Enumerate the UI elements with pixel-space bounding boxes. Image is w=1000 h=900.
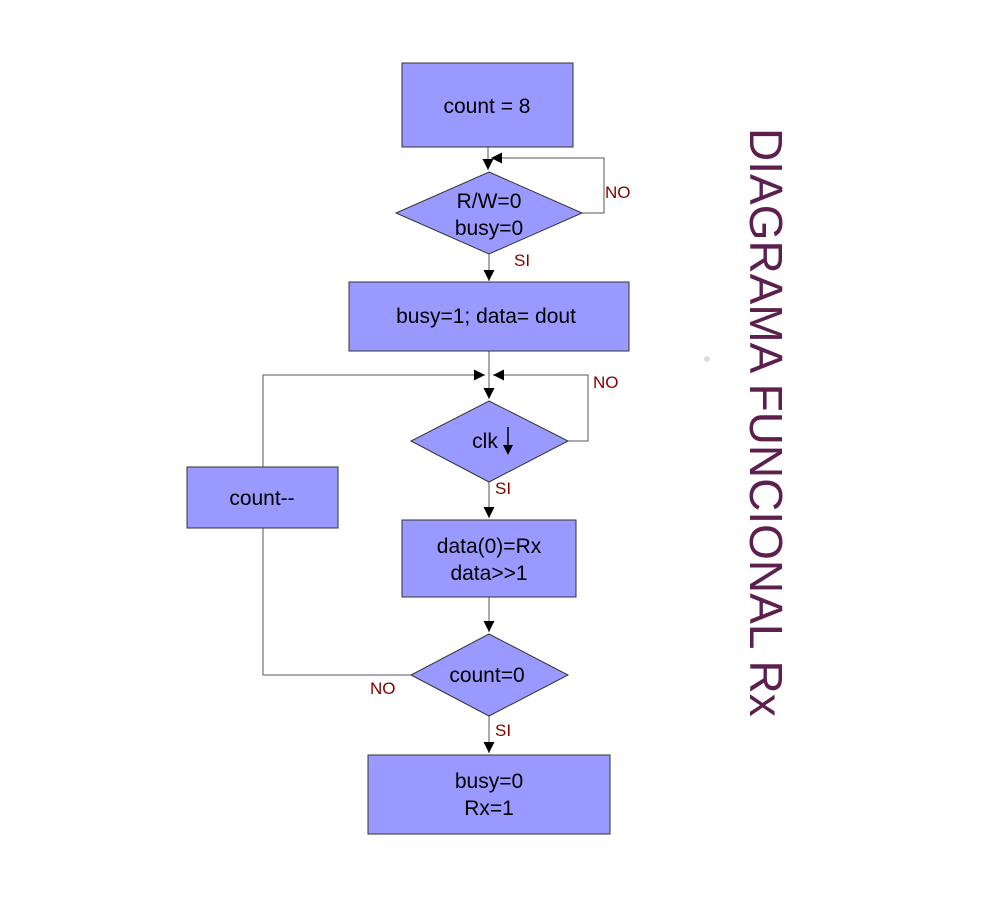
node-init: count = 8 <box>401 62 574 148</box>
node-text: busy=0 <box>455 217 523 240</box>
node-decrement: count-- <box>186 466 339 529</box>
process-box <box>367 754 611 835</box>
node-set-busy: busy=1; data= dout <box>348 281 630 352</box>
process-box <box>401 519 577 598</box>
node-clk-decision: clk <box>409 400 570 483</box>
node-done: busy=0 Rx=1 <box>367 754 611 835</box>
edge-label-count-yes: SI <box>495 721 511 740</box>
edge-label-rw-yes: SI <box>514 251 530 270</box>
process-box <box>186 466 339 529</box>
decision-diamond <box>409 633 570 717</box>
node-text: count=0 <box>449 664 524 687</box>
node-text: busy=1; data= dout <box>396 305 576 328</box>
node-text: data>>1 <box>450 562 527 585</box>
edge-label-clk-yes: SI <box>495 479 511 498</box>
node-text: data(0)=Rx <box>437 535 542 558</box>
node-text: R/W=0 <box>457 190 522 213</box>
stray-dot <box>704 356 710 362</box>
decision-diamond <box>409 400 570 483</box>
edge-clk-no-loop <box>493 369 589 442</box>
decision-diamond <box>394 171 584 255</box>
falling-edge-icon <box>503 427 513 455</box>
edge-label-clk-no: NO <box>593 373 619 392</box>
edge-label-rw-no: NO <box>605 183 631 202</box>
node-text: count-- <box>229 487 294 510</box>
process-box <box>401 62 574 148</box>
node-count-decision: count=0 <box>409 633 570 717</box>
node-rw-decision: R/W=0 busy=0 <box>394 171 584 255</box>
node-text: Rx=1 <box>464 797 514 820</box>
edge-label-count-no: NO <box>370 679 396 698</box>
process-box <box>348 281 630 352</box>
node-text: busy=0 <box>455 770 523 793</box>
node-text: clk <box>472 430 498 453</box>
edge-labels: NO SI NO SI NO SI <box>370 183 631 740</box>
node-shift: data(0)=Rx data>>1 <box>401 519 577 598</box>
edge-rw-no-loop <box>491 152 605 214</box>
node-text: count = 8 <box>444 95 531 118</box>
diagram-title: DIAGRAMA FUNCIONAL Rx <box>740 128 792 717</box>
